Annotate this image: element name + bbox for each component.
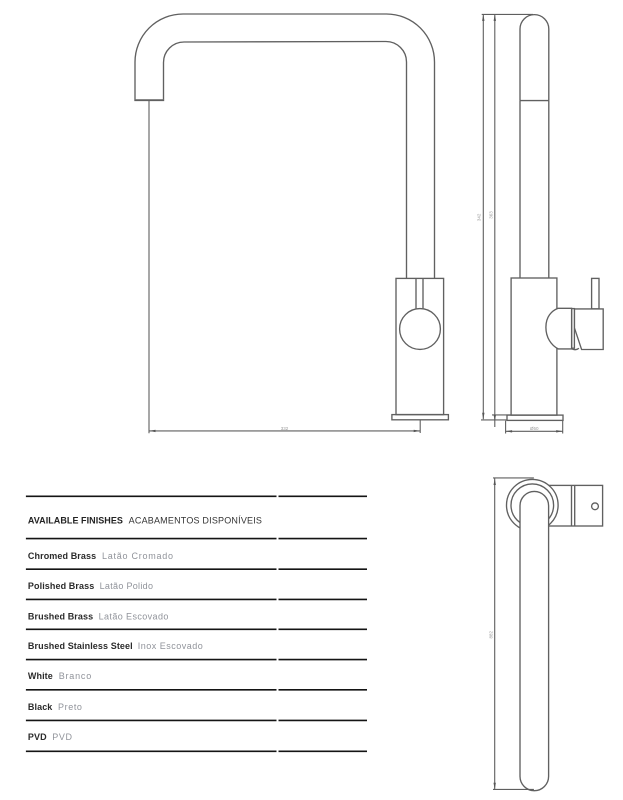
svg-text:Polished Brass Latão Polido: Polished Brass Latão Polido [28,581,153,591]
svg-text:White Branco: White Branco [28,671,92,681]
svg-text:363: 363 [489,211,494,219]
svg-text:PVD PVD: PVD PVD [28,732,73,742]
svg-text:Brushed Brass Latão Escovado: Brushed Brass Latão Escovado [28,611,169,621]
svg-text:882: 882 [488,630,493,638]
svg-text:332: 332 [281,426,289,431]
svg-text:AVAILABLE FINISHES ACABAMENTOS: AVAILABLE FINISHES ACABAMENTOS DISPONÍVE… [28,516,262,526]
svg-text:Brushed Stainless Steel Inox E: Brushed Stainless Steel Inox Escovado [28,641,203,651]
svg-text:Ø50: Ø50 [530,426,539,431]
svg-text:Chromed Brass Latão Cromado: Chromed Brass Latão Cromado [28,551,174,561]
svg-text:Black Preto: Black Preto [28,702,83,712]
svg-text:342: 342 [477,213,482,221]
